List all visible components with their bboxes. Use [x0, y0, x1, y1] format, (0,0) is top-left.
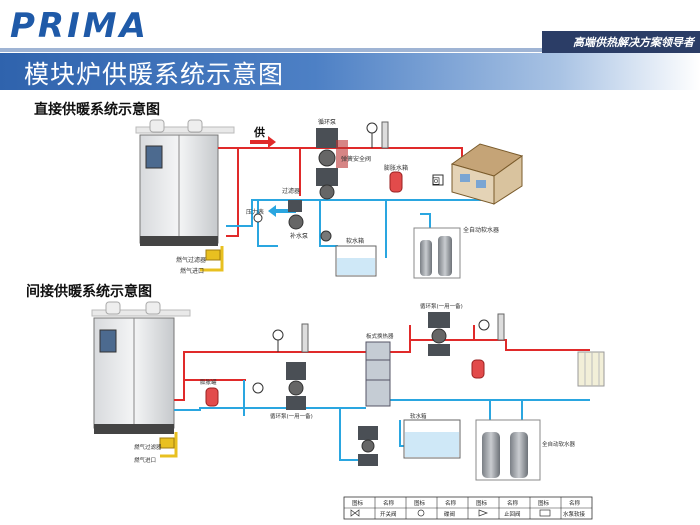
indirect-circ-pump-label-primary: 循环泵(一用一备)	[270, 412, 313, 420]
page-title: 模块炉供暖系统示意图	[24, 60, 285, 89]
legend-header-name-4: 名称	[569, 499, 581, 507]
legend-header-name-2: 名称	[445, 499, 457, 507]
direct-circ-pump-label: 循环泵	[318, 118, 336, 126]
direct-heating-title: 直接供暖系统示意图	[34, 102, 160, 118]
indirect-softener	[475, 419, 541, 481]
house-illustration	[450, 143, 524, 205]
indirect-gas-filter	[159, 437, 175, 449]
direct-gas-pipe	[200, 246, 224, 272]
indirect-gas-pipe	[160, 432, 178, 458]
indirect-gas-filter-label: 燃气过滤器	[134, 443, 162, 451]
direct-softener-label: 全自动软水器	[463, 226, 499, 234]
direct-circulation-pumps	[316, 128, 348, 200]
direct-expansion-tank-label: 膨胀水箱	[384, 164, 408, 172]
legend-header-symbol-3: 图标	[476, 499, 488, 507]
brand-logo: PRIMA	[10, 6, 149, 46]
plate-hx-label: 板式换热器	[366, 332, 394, 340]
indirect-heating-title: 间接供暖系统示意图	[26, 284, 152, 300]
legend-table	[343, 496, 593, 520]
indirect-expansion-tank-secondary	[471, 359, 485, 379]
direct-soft-water-tank	[335, 245, 377, 277]
legend-item-label: 止回阀	[504, 510, 521, 518]
legend-header-name-3: 名称	[507, 499, 519, 507]
indirect-supply-pipe	[174, 325, 590, 401]
direct-makeup-pump-label: 补水泵	[290, 232, 308, 240]
header-divider	[0, 48, 700, 52]
direct-makeup-pump	[288, 200, 332, 242]
legend-header-symbol-2: 图标	[414, 499, 426, 507]
direct-gas-filter-label: 燃气过滤器	[176, 256, 206, 264]
legend-item-label: 碟阀	[444, 510, 455, 518]
check-valve-icon	[478, 509, 488, 517]
slogan-text: 高端供热解决方案领导者	[573, 36, 694, 49]
direct-soft-tank-label: 软水箱	[346, 237, 364, 245]
supply-arrow-icon	[250, 136, 276, 148]
indirect-soft-tank-label: 软水箱	[410, 412, 427, 420]
plate-heat-exchanger	[365, 341, 391, 407]
indirect-softener-label: 全自动软水器	[542, 440, 576, 448]
direct-pressure-gauges	[253, 121, 389, 223]
legend-header-name-1: 名称	[383, 499, 395, 507]
header: PRIMA 高端供热解决方案领导者 模块炉供暖系统示意图	[0, 0, 700, 92]
direct-expansion-tank	[389, 171, 403, 193]
indirect-expansion-tank-primary	[205, 387, 219, 407]
indirect-soft-water-tank	[403, 419, 461, 459]
indirect-circ-pump-label-secondary: 循环泵(一用一备)	[420, 302, 463, 310]
direct-boiler	[135, 119, 235, 246]
return-arrow-icon	[268, 205, 296, 217]
radiator	[577, 351, 605, 387]
direct-safety-valve-label: 弹簧安全阀	[341, 155, 371, 163]
legend-item-label: 水泵软接	[563, 510, 586, 518]
title-bar	[0, 53, 700, 90]
slogan-box	[542, 31, 700, 53]
indirect-makeup-pumps	[358, 426, 378, 466]
indirect-gauges	[252, 313, 505, 394]
direct-gas-inlet-label: 燃气进口	[180, 267, 204, 275]
direct-filter-label: 过滤器	[282, 187, 300, 195]
direct-pressure-gauge-label: 压力表	[246, 208, 264, 216]
indirect-boiler	[91, 301, 191, 434]
indirect-primary-pumps	[286, 362, 306, 410]
indirect-expansion-tank-label: 膨胀罐	[200, 378, 217, 386]
butterfly-valve-icon	[417, 509, 425, 517]
supply-label: 供	[253, 125, 265, 139]
legend-item-label: 开关阀	[380, 510, 397, 518]
legend-header-symbol-1: 图标	[352, 499, 364, 507]
indirect-secondary-pumps	[428, 312, 450, 356]
pump-joint-icon	[539, 509, 551, 517]
direct-gas-filter	[205, 249, 221, 261]
direct-softener	[413, 227, 461, 279]
return-label: 回	[432, 177, 440, 186]
gate-valve-icon	[350, 509, 360, 517]
return-valve-icon	[432, 174, 444, 186]
legend-header-symbol-4: 图标	[538, 499, 550, 507]
indirect-gas-inlet-label: 燃气进口	[134, 456, 156, 464]
